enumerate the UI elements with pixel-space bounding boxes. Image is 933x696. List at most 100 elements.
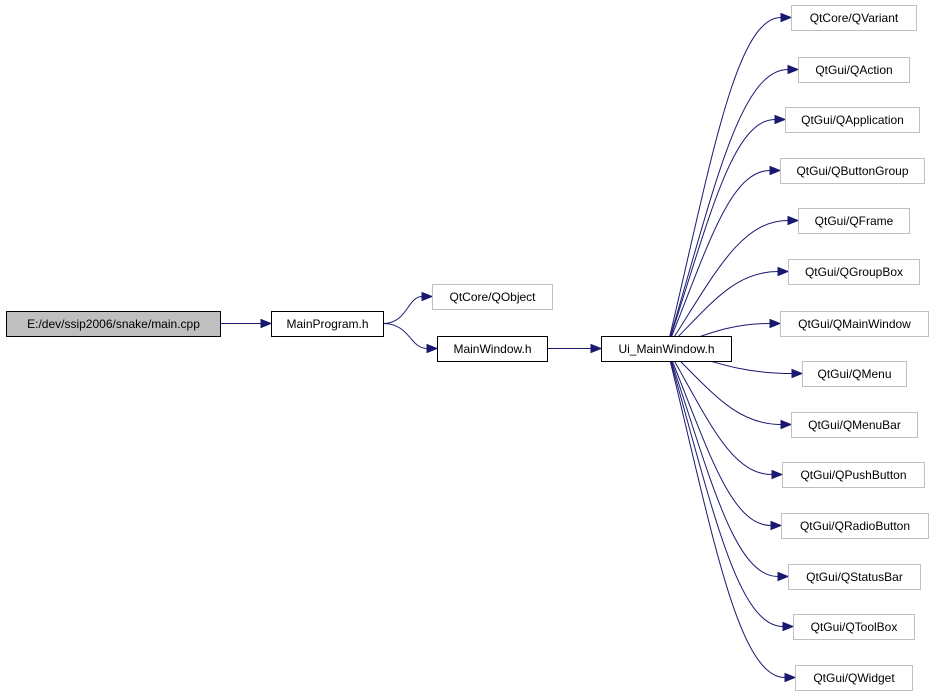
node-qframe: QtGui/QFrame bbox=[798, 208, 910, 234]
arrowhead-icon bbox=[769, 165, 782, 176]
node-qmainwindow: QtGui/QMainWindow bbox=[780, 311, 929, 337]
node-box bbox=[601, 336, 732, 362]
node-label: QtGui/QAction bbox=[815, 63, 892, 77]
node-label: QtGui/QButtonGroup bbox=[796, 164, 908, 178]
node-qmenubar: QtGui/QMenuBar bbox=[791, 412, 918, 438]
node-qapplication: QtGui/QApplication bbox=[785, 107, 920, 133]
node-box bbox=[432, 284, 553, 310]
arrowhead-icon bbox=[784, 672, 797, 683]
edge-line bbox=[666, 347, 779, 577]
node-box bbox=[798, 57, 910, 83]
node-box bbox=[793, 614, 915, 640]
arrowhead-icon bbox=[426, 343, 439, 354]
edge-line bbox=[666, 347, 782, 425]
arrowhead-icon bbox=[777, 571, 790, 582]
arrowhead-icon bbox=[260, 318, 273, 329]
edge-ui_mainwindow-to-qstatusbar bbox=[666, 347, 790, 582]
edge-line bbox=[666, 69, 789, 349]
arrowhead-icon bbox=[771, 469, 784, 480]
arrowhead-icon bbox=[777, 266, 790, 277]
edge-ui_mainwindow-to-qpushbutton bbox=[666, 347, 784, 480]
edge-line bbox=[666, 347, 786, 678]
node-label: QtGui/QFrame bbox=[815, 214, 894, 228]
edge-main-to-mainprogram bbox=[220, 318, 273, 329]
edge-line bbox=[666, 347, 772, 526]
node-box bbox=[780, 158, 925, 184]
edge-ui_mainwindow-to-qframe bbox=[666, 215, 800, 349]
node-mainprogram[interactable]: MainProgram.h bbox=[271, 311, 384, 337]
node-qradiobutton: QtGui/QRadioButton bbox=[781, 513, 929, 539]
node-label: MainWindow.h bbox=[453, 342, 531, 356]
arrowhead-icon bbox=[780, 419, 793, 430]
edge-line bbox=[382, 323, 428, 349]
node-qpushbutton: QtGui/QPushButton bbox=[782, 462, 925, 488]
node-main[interactable]: E:/dev/ssip2006/snake/main.cpp bbox=[6, 311, 221, 337]
node-qwidget: QtGui/QWidget bbox=[795, 665, 913, 691]
node-qtoolbox: QtGui/QToolBox bbox=[793, 614, 915, 640]
node-qstatusbar: QtGui/QStatusBar bbox=[788, 564, 921, 590]
node-box bbox=[780, 311, 929, 337]
node-box bbox=[798, 208, 910, 234]
edge-line bbox=[666, 220, 789, 349]
node-label: QtGui/QMainWindow bbox=[798, 317, 911, 331]
edge-line bbox=[666, 119, 776, 349]
edge-ui_mainwindow-to-qapplication bbox=[666, 114, 787, 349]
node-box bbox=[781, 513, 929, 539]
edge-ui_mainwindow-to-qbuttongroup bbox=[666, 165, 782, 349]
node-box bbox=[791, 412, 918, 438]
node-label: QtCore/QObject bbox=[449, 290, 536, 304]
edge-line bbox=[666, 347, 773, 475]
node-box bbox=[785, 107, 920, 133]
edge-ui_mainwindow-to-qtoolbox bbox=[666, 347, 795, 632]
node-box bbox=[6, 311, 221, 337]
arrowhead-icon bbox=[590, 343, 603, 354]
node-box bbox=[791, 5, 917, 31]
arrowhead-icon bbox=[791, 368, 804, 379]
edge-ui_mainwindow-to-qaction bbox=[666, 64, 800, 349]
arrowhead-icon bbox=[780, 12, 793, 23]
arrowhead-icon bbox=[787, 215, 800, 226]
node-label: QtGui/QPushButton bbox=[800, 468, 906, 482]
node-label: QtGui/QMenuBar bbox=[808, 418, 901, 432]
node-qobject: QtCore/QObject bbox=[432, 284, 553, 310]
edge-mainprogram-to-mainwindow bbox=[382, 323, 439, 354]
node-box bbox=[437, 336, 548, 362]
edge-line bbox=[666, 170, 771, 349]
edge-mainprogram-to-qobject bbox=[382, 291, 434, 324]
node-box bbox=[788, 259, 920, 285]
node-label: QtGui/QRadioButton bbox=[800, 519, 910, 533]
edges-layer bbox=[220, 12, 804, 683]
arrowhead-icon bbox=[782, 621, 795, 632]
node-label: Ui_MainWindow.h bbox=[618, 342, 714, 356]
node-ui_mainwindow[interactable]: Ui_MainWindow.h bbox=[601, 336, 732, 362]
node-label: MainProgram.h bbox=[286, 317, 368, 331]
nodes-layer: E:/dev/ssip2006/snake/main.cpp MainProgra… bbox=[6, 5, 929, 691]
arrowhead-icon bbox=[787, 64, 800, 75]
node-qgroupbox: QtGui/QGroupBox bbox=[788, 259, 920, 285]
node-box bbox=[271, 311, 384, 337]
node-box bbox=[782, 462, 925, 488]
edge-ui_mainwindow-to-qvariant bbox=[666, 12, 793, 349]
node-label: QtCore/QVariant bbox=[810, 11, 899, 25]
arrowhead-icon bbox=[770, 520, 783, 531]
node-label: QtGui/QWidget bbox=[813, 671, 895, 685]
node-label: E:/dev/ssip2006/snake/main.cpp bbox=[27, 317, 200, 331]
node-mainwindow[interactable]: MainWindow.h bbox=[437, 336, 548, 362]
edge-line bbox=[382, 296, 423, 324]
node-qaction: QtGui/QAction bbox=[798, 57, 910, 83]
node-box bbox=[795, 665, 913, 691]
node-label: QtGui/QMenu bbox=[817, 367, 891, 381]
node-box bbox=[788, 564, 921, 590]
edge-line bbox=[666, 271, 779, 349]
edge-ui_mainwindow-to-qmenubar bbox=[666, 347, 793, 430]
node-qmenu: QtGui/QMenu bbox=[802, 361, 907, 387]
edge-line bbox=[666, 347, 784, 627]
arrowhead-icon bbox=[774, 114, 787, 125]
node-box bbox=[802, 361, 907, 387]
node-qvariant: QtCore/QVariant bbox=[791, 5, 917, 31]
edge-line bbox=[666, 17, 782, 349]
edge-mainwindow-to-ui_mainwindow bbox=[546, 343, 603, 354]
node-label: QtGui/QApplication bbox=[801, 113, 904, 127]
arrowhead-icon bbox=[421, 291, 434, 302]
